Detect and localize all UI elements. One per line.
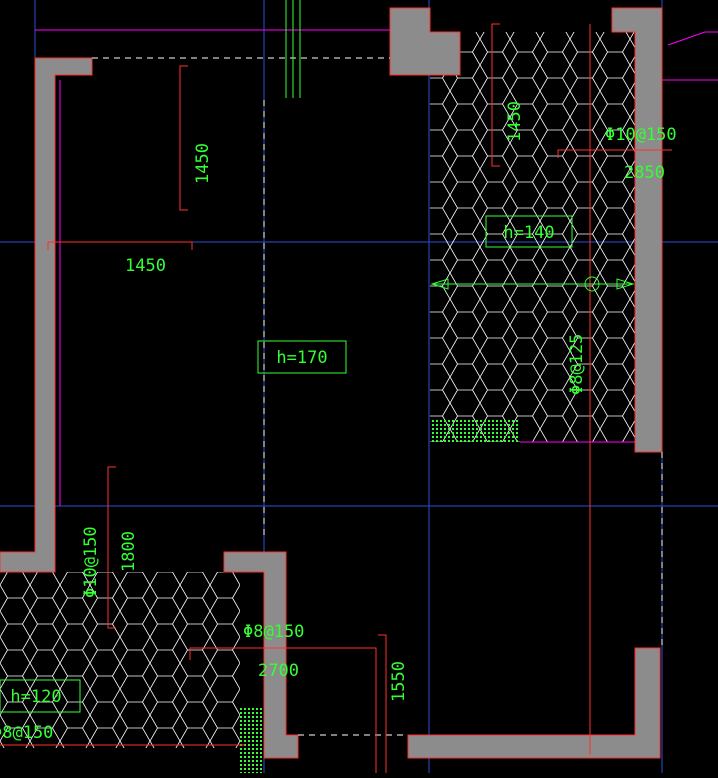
slab-label-upper-right: h=140	[485, 215, 573, 248]
span-arrow-circle	[584, 276, 600, 292]
slab-label-lower-left-text: h=120	[10, 687, 61, 707]
slab-label-main-text: h=170	[276, 348, 327, 368]
dimline-1550	[378, 634, 387, 773]
wall-bottom-right	[407, 647, 661, 759]
slab-label-main: h=170	[257, 340, 347, 374]
pipe-lines	[285, 0, 301, 98]
dimension-texts: 1450 1450 1450 2850 1800 2700 1550	[119, 101, 665, 702]
slab-label-lower-left-box	[0, 679, 81, 713]
wall-lower-middle	[223, 551, 299, 759]
rebar-texts: Φ10@150 Φ8@125 Φ10@150 Φ8@150 Φ8@150	[0, 125, 677, 743]
dotted-fill-lower	[240, 708, 264, 773]
dim-text-1450-right: 1450	[505, 101, 525, 142]
hatch-upper-right	[430, 32, 635, 442]
hatch-lower-left	[0, 572, 240, 748]
dimline-2700	[189, 647, 377, 773]
dim-text-2700: 2700	[258, 661, 299, 681]
dimension-lines	[0, 23, 672, 773]
slab-label-upper-right-text: h=140	[503, 223, 554, 243]
dim-text-1450-horizontal: 1450	[125, 256, 166, 276]
wall-top-middle	[389, 7, 461, 76]
hatch-regions	[0, 32, 635, 773]
rebar-text-upper-right-vertical: Φ8@125	[567, 334, 587, 395]
span-arrow-right-head	[616, 278, 635, 290]
rebar-text-lower-left: Φ8@150	[0, 723, 53, 743]
dimline-1450-right	[491, 23, 500, 167]
slab-label-upper-right-box	[485, 215, 573, 248]
rebar-text-lower-top: Φ8@150	[243, 622, 304, 642]
span-arrow	[430, 276, 635, 292]
dimline-1450-left	[179, 65, 188, 211]
dim-text-1550: 1550	[389, 661, 409, 702]
rebar-text-left-vertical: Φ10@150	[81, 526, 101, 598]
magenta-right-arrow	[667, 31, 718, 46]
magenta-lines	[35, 29, 718, 506]
dim-text-1450-left: 1450	[193, 143, 213, 184]
rebar-text-upper-right-top: Φ10@150	[605, 125, 677, 145]
dimline-1800	[107, 466, 116, 629]
dotted-fill-upper	[430, 420, 520, 442]
dim-text-2850: 2850	[624, 163, 665, 183]
dim-text-1800: 1800	[119, 531, 139, 572]
span-arrow-left-head	[430, 278, 449, 290]
dimline-2850	[557, 149, 672, 158]
wall-right-top	[611, 7, 663, 453]
dimline-1450-horizontal	[47, 241, 193, 250]
slab-label-lower-left: h=120	[0, 679, 81, 713]
slab-label-main-box	[257, 340, 347, 374]
walls	[0, 7, 663, 759]
wall-left-L	[0, 57, 93, 573]
dashed-lines	[92, 57, 663, 736]
